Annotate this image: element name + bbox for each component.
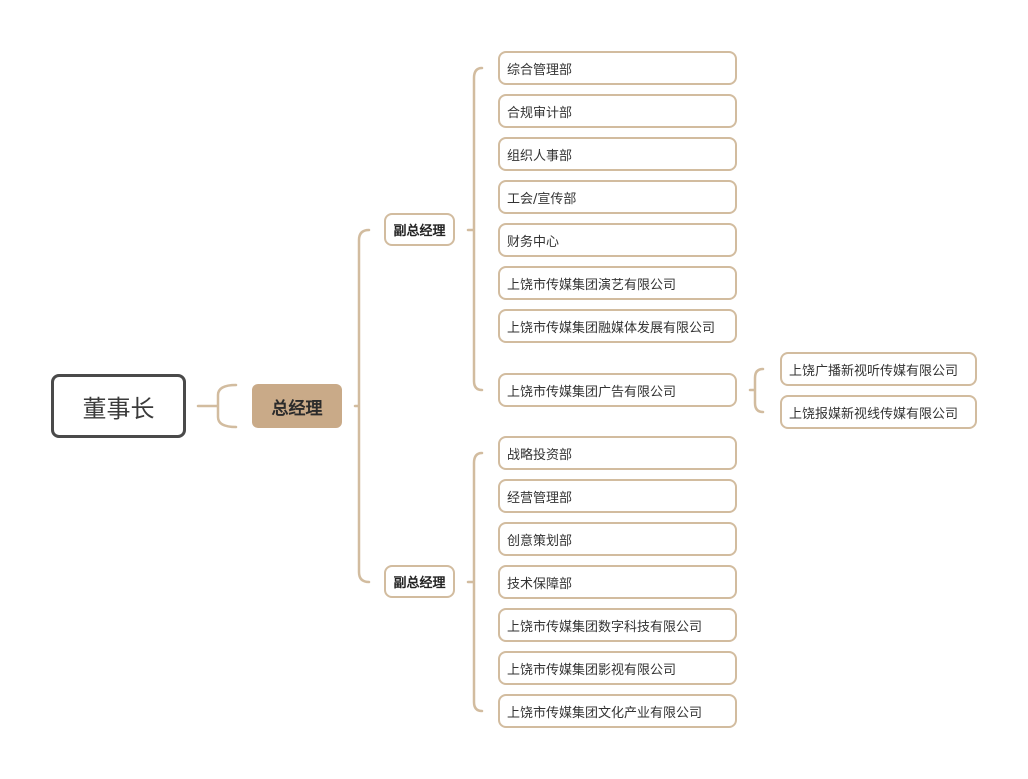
brace-deputy2-units bbox=[466, 451, 484, 713]
unit-node[interactable]: 上饶市传媒集团演艺有限公司 bbox=[498, 266, 737, 300]
unit-node[interactable]: 上饶市传媒集团文化产业有限公司 bbox=[498, 694, 737, 728]
unit-node[interactable]: 工会/宣传部 bbox=[498, 180, 737, 214]
unit-node[interactable]: 上饶市传媒集团数字科技有限公司 bbox=[498, 608, 737, 642]
brace-ad-subsidiaries bbox=[748, 367, 765, 414]
subsidiary-node[interactable]: 上饶广播新视听传媒有限公司 bbox=[780, 352, 977, 386]
unit-node[interactable]: 上饶市传媒集团广告有限公司 bbox=[498, 373, 737, 407]
unit-node[interactable]: 组织人事部 bbox=[498, 137, 737, 171]
unit-node[interactable]: 技术保障部 bbox=[498, 565, 737, 599]
general-manager-node[interactable]: 总经理 bbox=[252, 384, 342, 428]
brace-deputy1-units bbox=[466, 66, 484, 392]
unit-node[interactable]: 经营管理部 bbox=[498, 479, 737, 513]
unit-node[interactable]: 上饶市传媒集团影视有限公司 bbox=[498, 651, 737, 685]
unit-node[interactable]: 上饶市传媒集团融媒体发展有限公司 bbox=[498, 309, 737, 343]
unit-node[interactable]: 创意策划部 bbox=[498, 522, 737, 556]
unit-node[interactable]: 战略投资部 bbox=[498, 436, 737, 470]
unit-node[interactable]: 财务中心 bbox=[498, 223, 737, 257]
deputy-gm-node-2[interactable]: 副总经理 bbox=[384, 565, 455, 598]
brace-root-gm bbox=[196, 383, 238, 429]
unit-node[interactable]: 综合管理部 bbox=[498, 51, 737, 85]
brace-gm-deputies bbox=[353, 228, 371, 584]
deputy-gm-node-1[interactable]: 副总经理 bbox=[384, 213, 455, 246]
unit-node[interactable]: 合规审计部 bbox=[498, 94, 737, 128]
subsidiary-node[interactable]: 上饶报媒新视线传媒有限公司 bbox=[780, 395, 977, 429]
chairman-node[interactable]: 董事长 bbox=[51, 374, 186, 438]
